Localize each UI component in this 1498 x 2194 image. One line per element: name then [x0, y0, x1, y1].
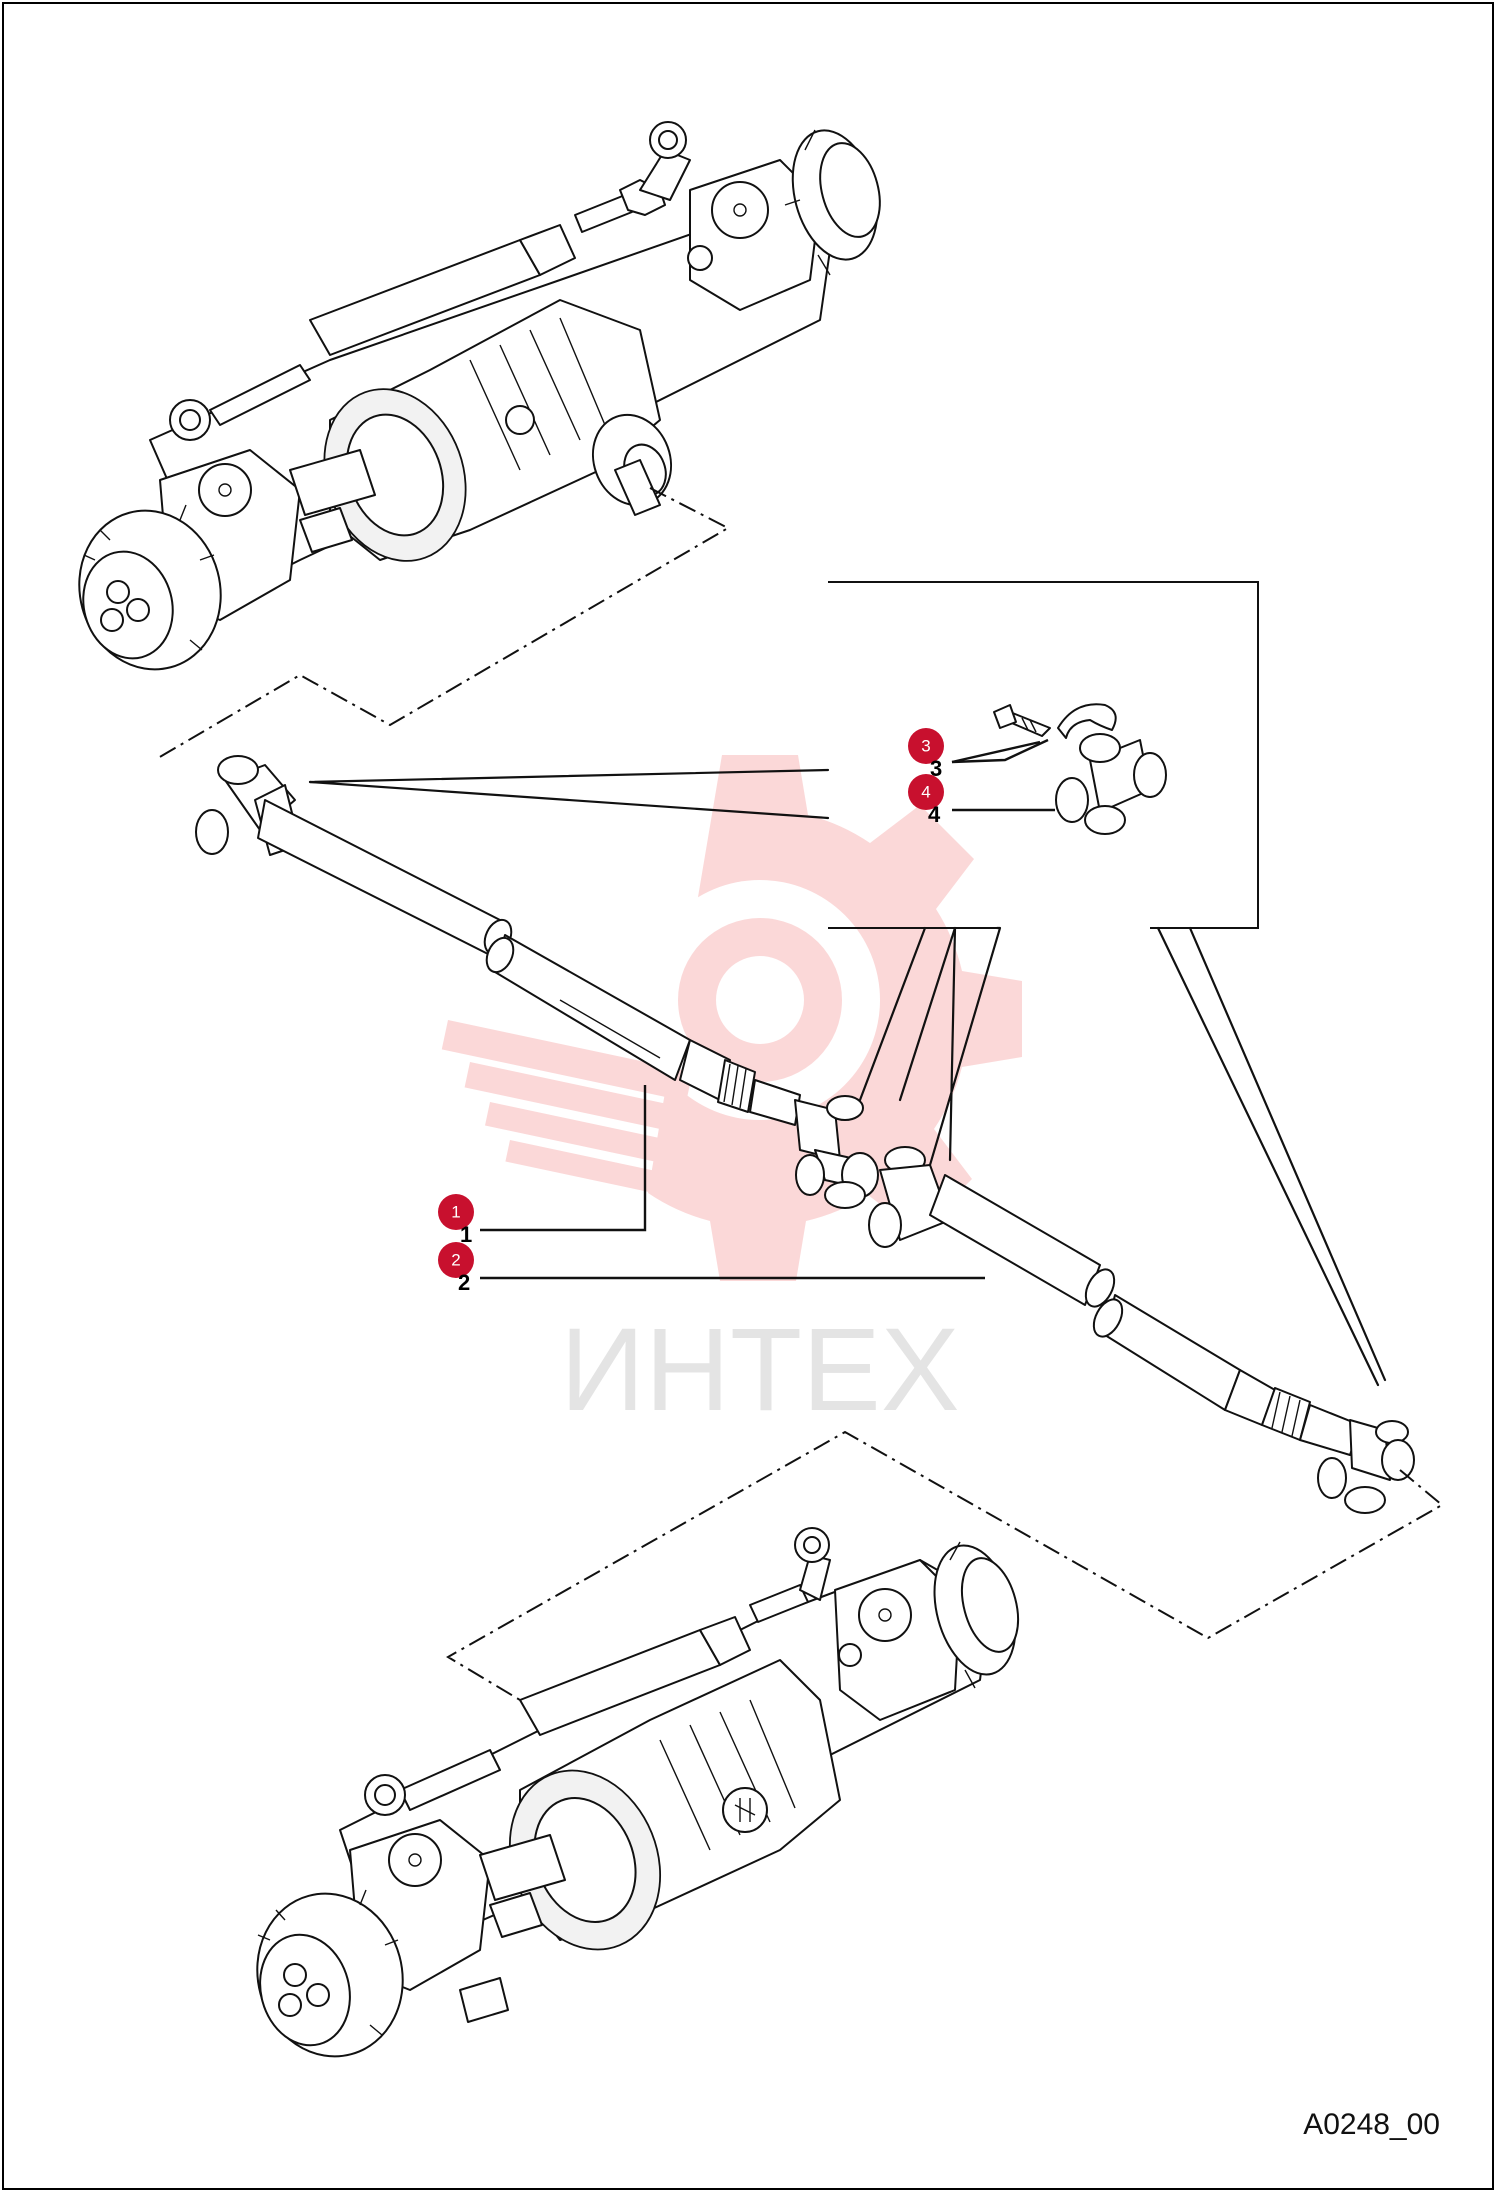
intex-watermark-logo	[441, 755, 1022, 1281]
callout-3-label: 3	[921, 737, 930, 756]
item-number-1: 1	[460, 1222, 472, 1247]
bolt-and-strap-kit	[993, 703, 1117, 739]
item-number-2: 2	[458, 1270, 470, 1295]
callout-2-label: 2	[451, 1251, 460, 1270]
item-number-3: 3	[930, 756, 942, 781]
leader-item-1	[480, 1085, 647, 1232]
callout-4[interactable]: 4	[908, 774, 944, 810]
rear-propeller-shaft	[868, 1146, 1415, 1514]
item-number-4: 4	[928, 802, 941, 827]
callout-1-label: 1	[451, 1203, 460, 1222]
front-axle-assembly	[78, 121, 881, 671]
universal-joint-cross	[1055, 733, 1167, 835]
front-propeller-shaft	[195, 755, 879, 1209]
callout-2[interactable]: 2	[438, 1242, 474, 1278]
watermark-text: ИНТЕХ	[560, 1304, 960, 1436]
callout-4-label: 4	[921, 783, 930, 802]
detail-inset	[308, 581, 1387, 1387]
top-link-dashline	[157, 487, 731, 759]
rear-axle-assembly	[256, 1527, 1020, 2058]
callout-1[interactable]: 1	[438, 1194, 474, 1230]
drawing-code: A0248_00	[1303, 2108, 1440, 2141]
bottom-link-dashline	[446, 1430, 1444, 1701]
callout-3[interactable]: 3	[908, 728, 944, 764]
